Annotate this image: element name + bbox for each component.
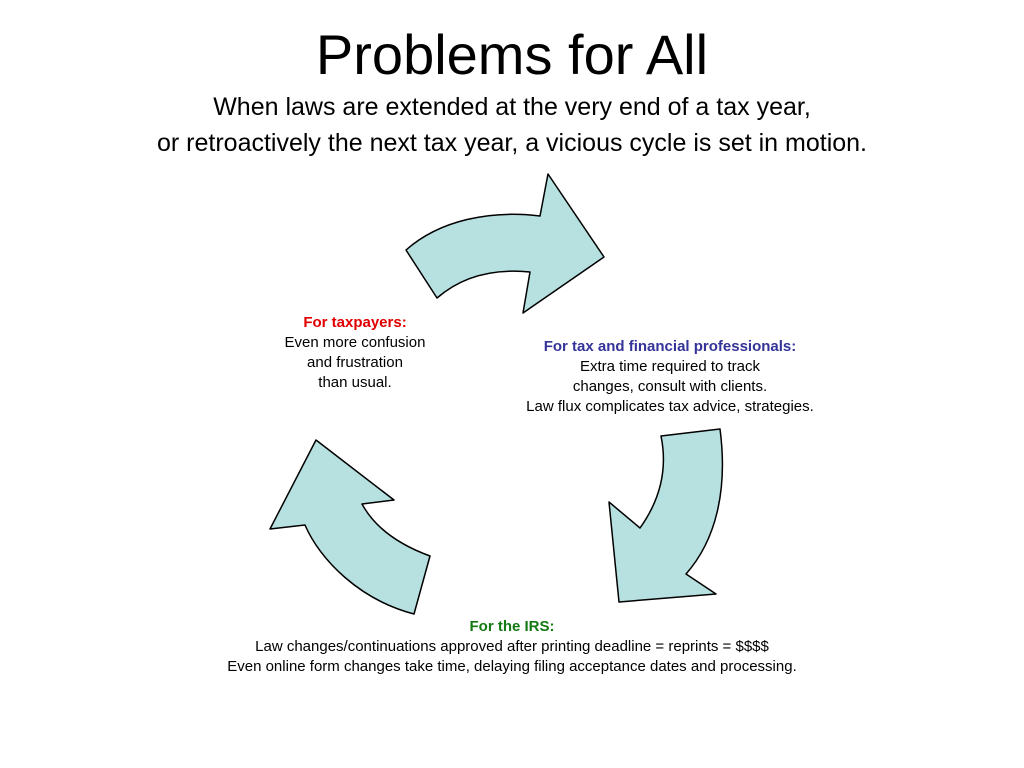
- professionals-heading: For tax and financial professionals:: [543, 338, 797, 355]
- taxpayers-line: than usual.: [318, 374, 392, 391]
- taxpayers-heading: For taxpayers:: [303, 314, 407, 331]
- irs-heading: For the IRS:: [469, 618, 555, 635]
- cycle-arrow-right: [608, 428, 724, 603]
- taxpayers-note: For taxpayers: Even more confusion and f…: [230, 313, 480, 393]
- irs-line: Law changes/continuations approved after…: [255, 638, 769, 655]
- irs-note: For the IRS: Law changes/continuations a…: [112, 617, 912, 677]
- slide-subtitle-line-1: When laws are extended at the very end o…: [213, 93, 811, 121]
- slide-title: Problems for All: [315, 23, 709, 86]
- professionals-line: Law flux complicates tax advice, strateg…: [526, 398, 814, 415]
- irs-line: Even online form changes take time, dela…: [227, 658, 797, 675]
- taxpayers-line: Even more confusion: [284, 334, 426, 351]
- cycle-arrow-top: [405, 173, 605, 314]
- professionals-note: For tax and financial professionals: Ext…: [470, 337, 870, 417]
- cycle-arrow-left: [269, 439, 431, 615]
- taxpayers-line: and frustration: [307, 354, 403, 371]
- slide-subtitle-line-2: or retroactively the next tax year, a vi…: [156, 129, 868, 157]
- professionals-line: Extra time required to track: [579, 358, 761, 375]
- professionals-line: changes, consult with clients.: [572, 378, 768, 395]
